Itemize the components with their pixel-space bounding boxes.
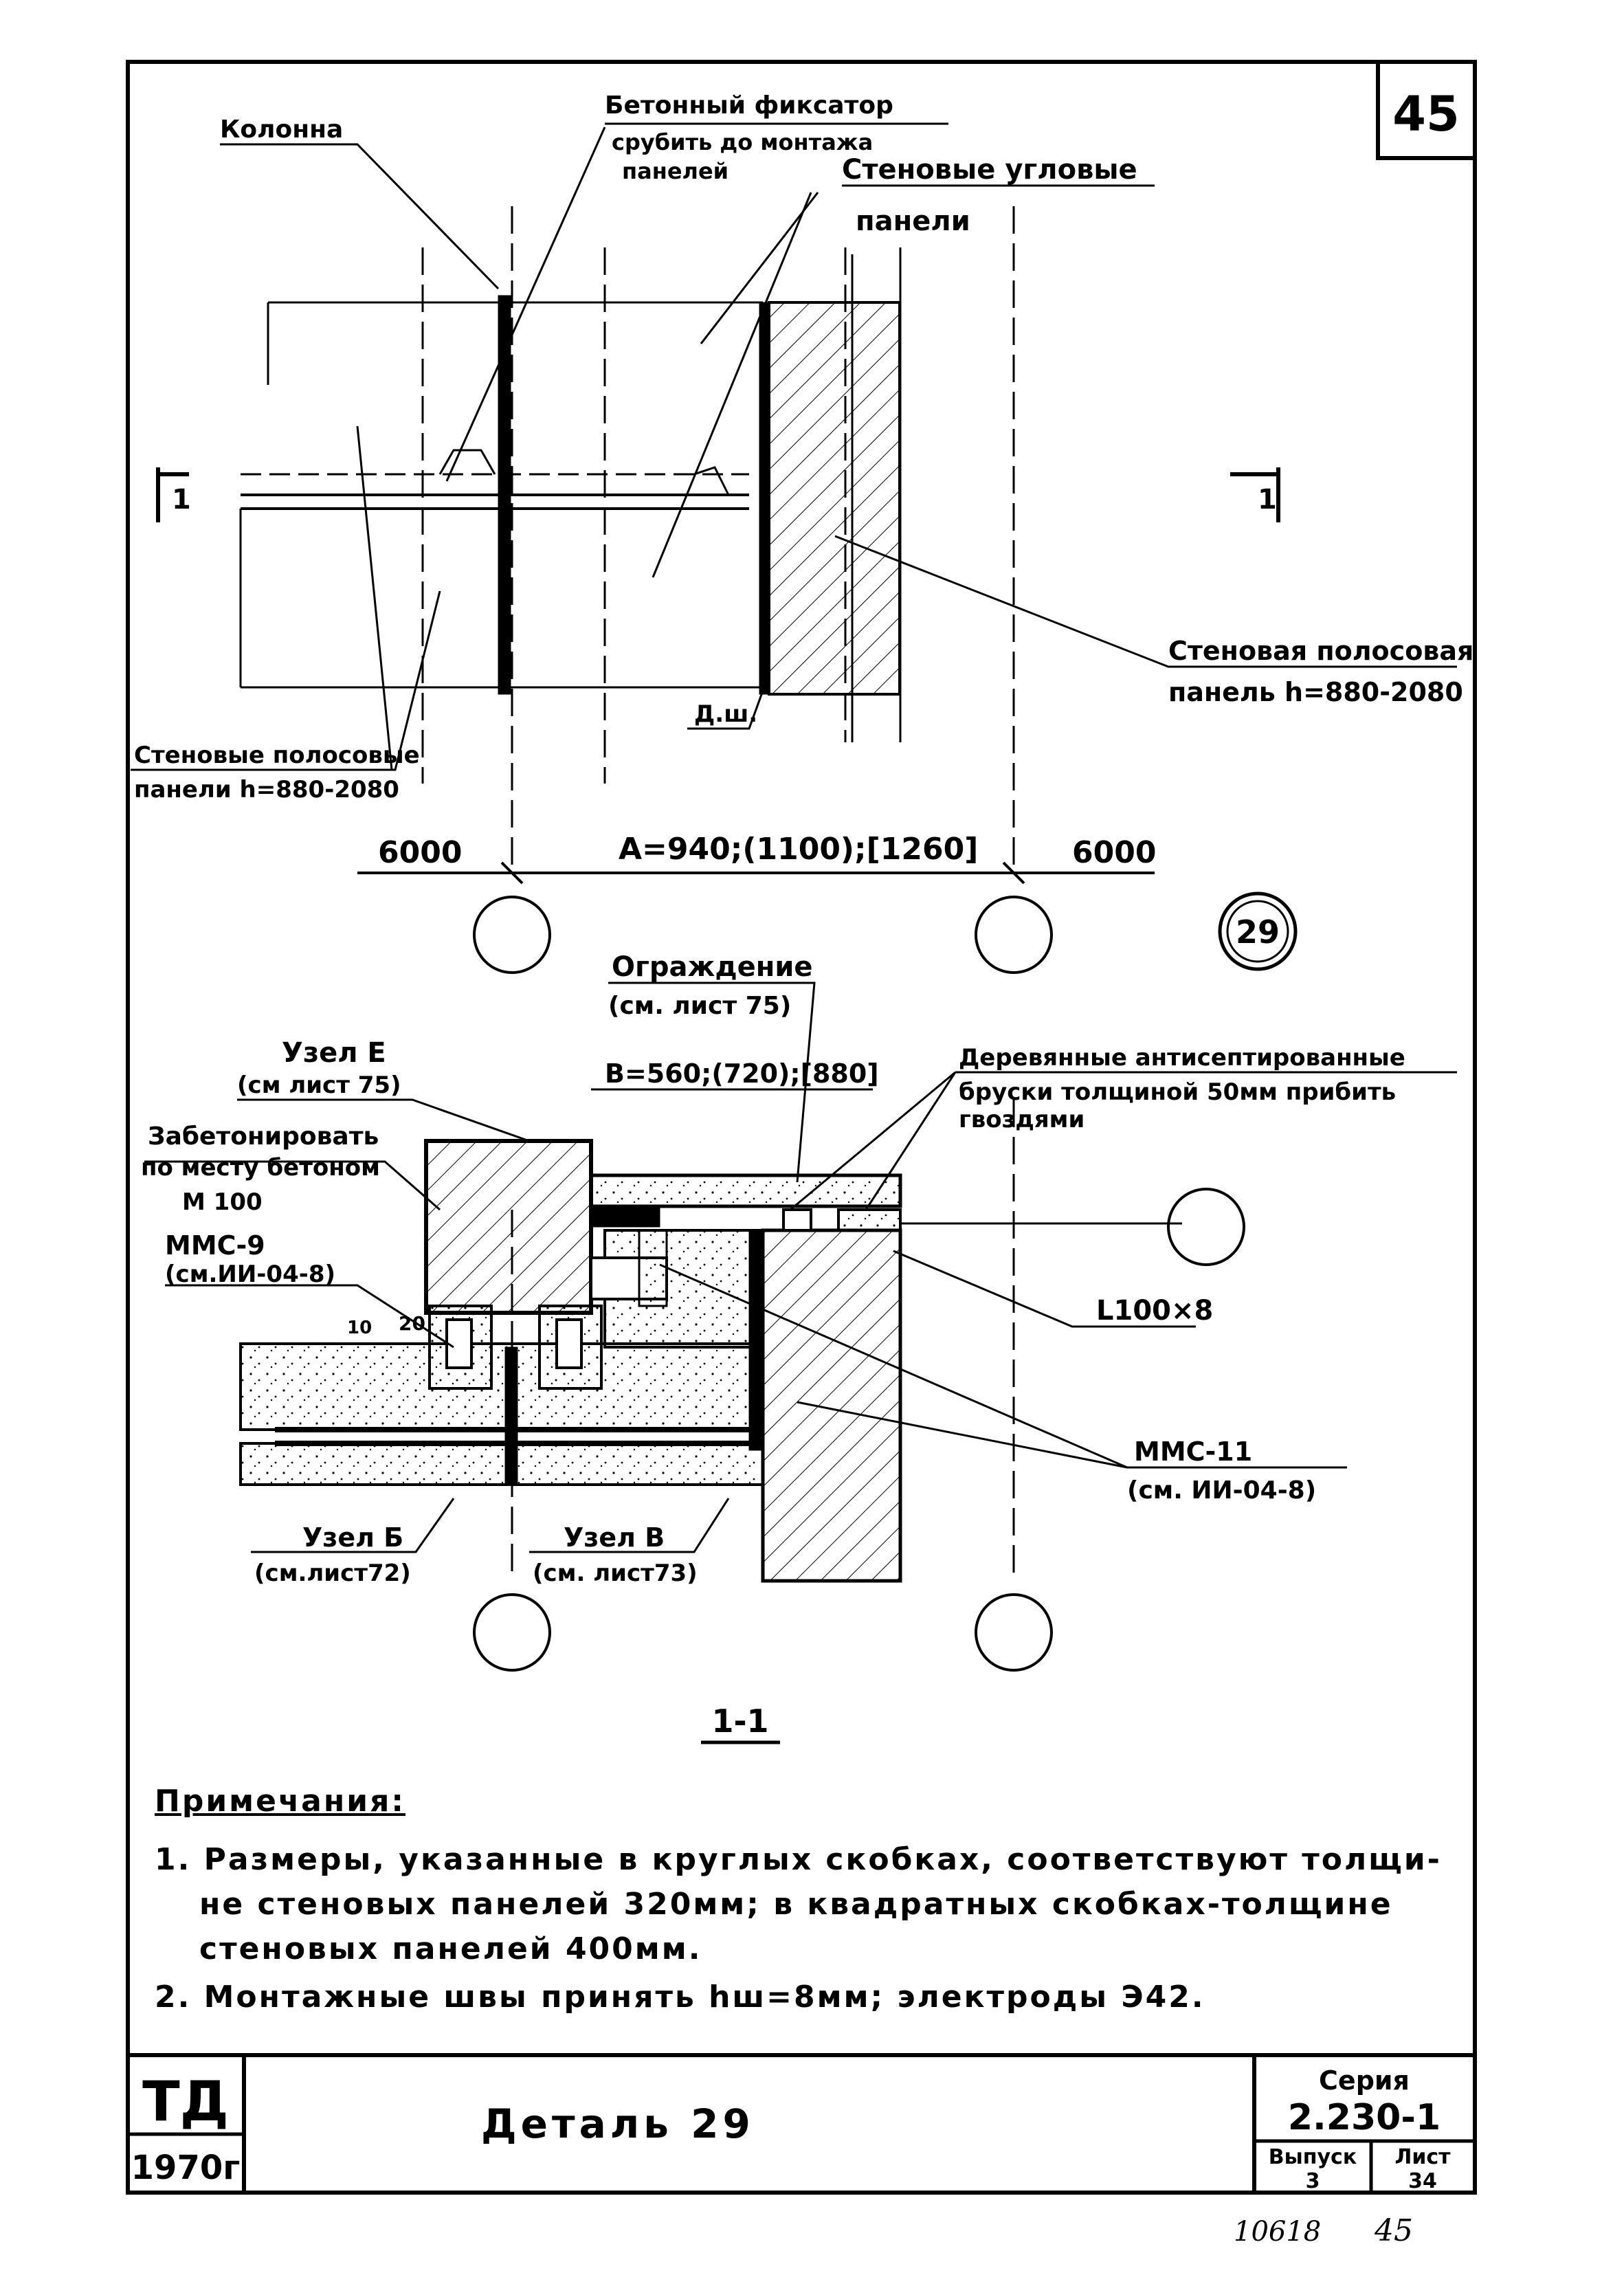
uzel-v-label-2: (см. лист73) (533, 1560, 698, 1587)
dim-left: 6000 (378, 835, 462, 870)
strip-panel-right-2: панель h=880-2080 (1168, 677, 1463, 707)
bottom-number: 10618 (1234, 2216, 1321, 2248)
series-label: Серия (1319, 2065, 1410, 2096)
sheet-border (126, 60, 1477, 2195)
fixator-label-1: Бетонный фиксатор (605, 91, 893, 120)
ograzhdenie-label-2: (см. лист 75) (608, 992, 791, 1020)
mms11-label-1: ММС-11 (1134, 1437, 1252, 1467)
angle-label: L100×8 (1096, 1295, 1213, 1327)
zabeton-label-2: по месту бетоном (141, 1154, 380, 1182)
corner-panels-label-2: панели (856, 206, 970, 237)
series-value: 2.230-1 (1288, 2097, 1441, 2138)
small-dim-10: 10 (347, 1318, 372, 1338)
section-mark-right: 1 (1258, 484, 1277, 515)
section-mark-left: 1 (172, 484, 191, 515)
note-1-line-3: стеновых панелей 400мм. (199, 1931, 702, 1966)
wood-label-1: Деревянные антисептированные (959, 1044, 1405, 1072)
mms9-label-2: (см.ИИ-04-8) (165, 1261, 335, 1288)
sheet-value: 34 (1408, 2169, 1437, 2193)
mms9-label-1: ММС-9 (165, 1230, 265, 1261)
issue-label: Выпуск (1269, 2145, 1357, 2169)
wood-label-2: бруски толщиной 50мм прибить (959, 1078, 1396, 1106)
bottom-sheet: 45 (1374, 2213, 1413, 2248)
sheet-number-box (1376, 60, 1477, 160)
mms11-label-2: (см. ИИ-04-8) (1127, 1476, 1316, 1505)
dim-b: B=560;(720);[880] (605, 1058, 879, 1089)
zabeton-label-3: M 100 (182, 1188, 263, 1216)
uzel-e-label-1: Узел Е (282, 1037, 386, 1069)
dim-right: 6000 (1072, 835, 1156, 870)
plan-view (131, 122, 1457, 974)
year: 1970г (131, 2149, 241, 2187)
section-view (144, 982, 1457, 1744)
detail-marker-number: 29 (1236, 913, 1280, 951)
strip-panels-left-2: панели h=880-2080 (134, 776, 399, 803)
zabeton-label-1: Забетонировать (148, 1122, 379, 1151)
uzel-b-label-1: Узел Б (302, 1522, 403, 1553)
sheet-label: Лист (1394, 2145, 1451, 2169)
fixator-label-2: срубить до монтажа (612, 129, 873, 155)
title-block (128, 2053, 1475, 2193)
uzel-v-label-1: Узел В (564, 1522, 665, 1553)
dim-mid: A=940;(1100);[1260] (619, 832, 978, 867)
uzel-e-label-2: (см лист 75) (237, 1072, 401, 1099)
sheet-number: 45 (1392, 86, 1459, 142)
note-2: 2. Монтажные швы принять hш=8мм; электро… (155, 1980, 1205, 2015)
strip-panels-left-1: Стеновые полосовые (134, 742, 420, 769)
note-1-line-1: 1. Размеры, указанные в круглых скобках,… (155, 1842, 1442, 1877)
dsh-label: Д.ш. (694, 700, 757, 728)
wood-label-3: гвоздями (959, 1106, 1084, 1133)
corner-panels-label-1: Стеновые угловые (842, 154, 1137, 186)
issue-value: 3 (1306, 2169, 1320, 2193)
uzel-b-label-2: (см.лист72) (254, 1560, 411, 1587)
note-1-line-2: не стеновых панелей 320мм; в квадратных … (199, 1887, 1393, 1922)
small-dim-20: 20 (399, 1312, 425, 1335)
section-title: 1-1 (711, 1703, 768, 1740)
td-logo: ТД (142, 2070, 229, 2133)
fixator-label-3: панелей (622, 158, 728, 184)
strip-panel-right-1: Стеновая полосовая (1168, 636, 1473, 666)
kolonna-label: Колонна (220, 115, 343, 144)
notes-heading: Примечания: (155, 1784, 405, 1819)
sheet-title: Деталь 29 (481, 2100, 755, 2147)
ograzhdenie-label-1: Ограждение (612, 951, 813, 983)
